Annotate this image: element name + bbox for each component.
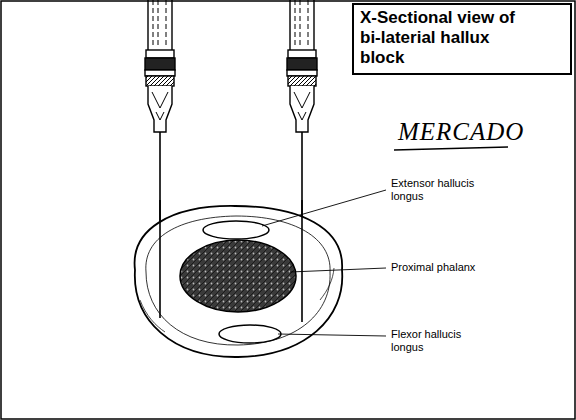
needle-shaft xyxy=(160,200,302,322)
part-label: Flexor hallucis longus xyxy=(391,328,491,354)
part-label: Extensor hallucis longus xyxy=(391,177,491,203)
extensor-tendon xyxy=(203,221,269,239)
title-text: X-Sectional view of bi-laterial hallux b… xyxy=(360,8,532,68)
leader-lines xyxy=(262,190,386,336)
flexor-tendon xyxy=(219,325,281,343)
signature-underline xyxy=(394,147,508,150)
part-label: Proximal phalanx xyxy=(391,261,475,274)
proximal-phalanx xyxy=(180,240,296,312)
signature: MERCADO xyxy=(398,118,524,146)
title-box: X-Sectional view of bi-laterial hallux b… xyxy=(352,3,572,75)
